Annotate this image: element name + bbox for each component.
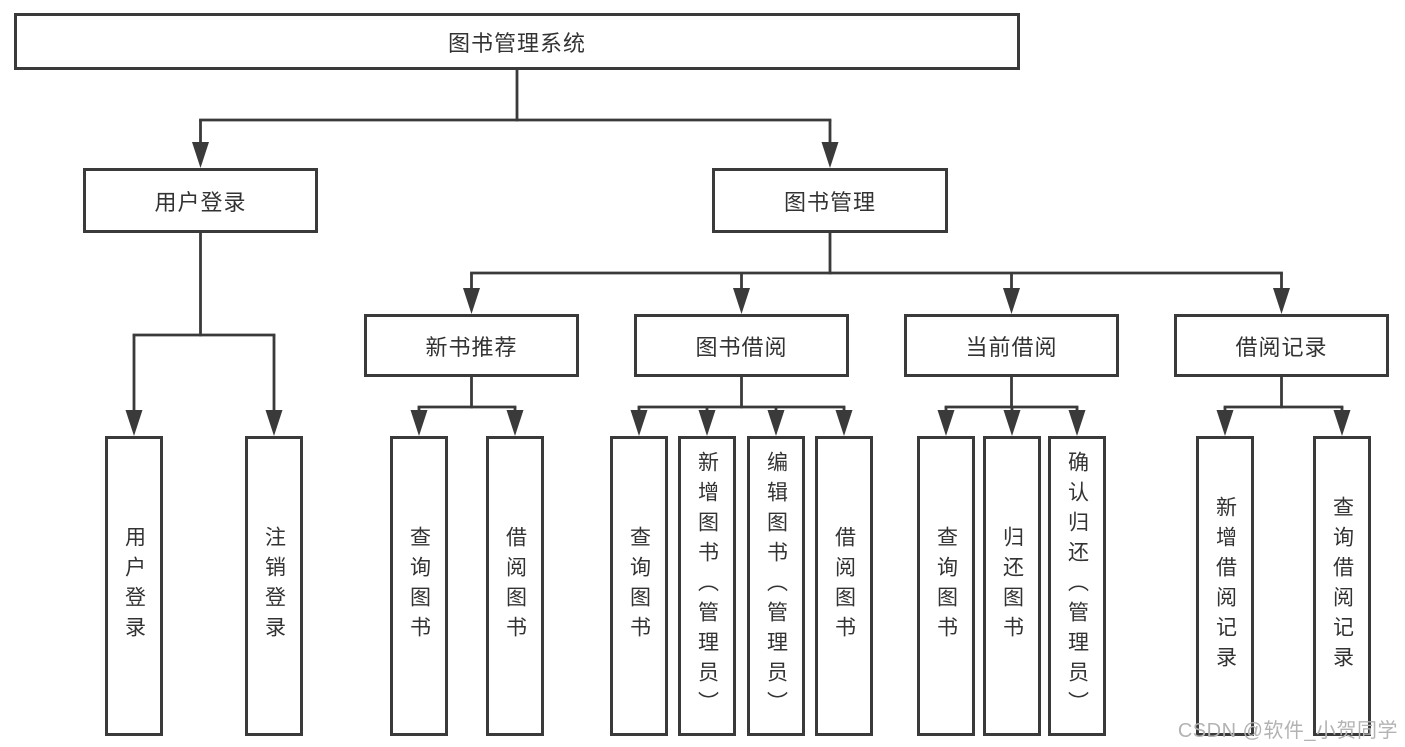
node-label: 用户登录 bbox=[154, 189, 247, 215]
node-label: 图书管理系统 bbox=[447, 30, 586, 56]
node-leaf-query-books-borrow: 查询图书 bbox=[610, 436, 668, 736]
arrowhead-icon bbox=[733, 288, 750, 314]
node-label: 归还图书 bbox=[1000, 526, 1024, 646]
node-label: 用户登录 bbox=[122, 526, 146, 646]
arrowhead-icon bbox=[1216, 410, 1234, 436]
arrowhead-icon bbox=[698, 410, 716, 436]
node-leaf-confirm-return-admin: 确认归还（管理员） bbox=[1048, 436, 1106, 736]
node-leaf-add-borrow-record: 新增借阅记录 bbox=[1196, 436, 1254, 736]
node-new-book-recommend: 新书推荐 bbox=[364, 314, 579, 377]
node-label: 图书借阅 bbox=[695, 334, 788, 360]
arrowhead-icon bbox=[1068, 410, 1086, 436]
node-label: 查询图书 bbox=[627, 526, 651, 646]
node-book-borrow: 图书借阅 bbox=[634, 314, 849, 377]
arrowhead-icon bbox=[1003, 288, 1020, 314]
node-label: 查询图书 bbox=[407, 526, 431, 646]
node-label: 借阅记录 bbox=[1235, 334, 1328, 360]
arrowhead-icon bbox=[767, 410, 785, 436]
node-book-management: 图书管理 bbox=[712, 168, 948, 233]
node-leaf-query-books-current: 查询图书 bbox=[917, 436, 975, 736]
arrowhead-icon bbox=[821, 142, 839, 168]
arrowhead-icon bbox=[192, 142, 209, 168]
node-leaf-query-borrow-record: 查询借阅记录 bbox=[1313, 436, 1371, 736]
node-label: 注销登录 bbox=[262, 526, 286, 646]
node-leaf-borrow-books-recommend: 借阅图书 bbox=[486, 436, 544, 736]
node-label: 查询图书 bbox=[934, 526, 958, 646]
node-label: 当前借阅 bbox=[965, 334, 1058, 360]
node-label: 新增借阅记录 bbox=[1213, 496, 1237, 676]
watermark: CSDN @软件_小贺同学 bbox=[1177, 720, 1398, 742]
node-label: 编辑图书（管理员） bbox=[764, 451, 788, 721]
node-label: 图书管理 bbox=[783, 189, 876, 215]
node-label: 新增图书（管理员） bbox=[695, 451, 719, 721]
arrowhead-icon bbox=[1003, 410, 1021, 436]
arrowhead-icon bbox=[125, 410, 143, 436]
node-label: 新书推荐 bbox=[425, 334, 518, 360]
node-leaf-user-login: 用户登录 bbox=[105, 436, 163, 736]
arrowhead-icon bbox=[265, 410, 283, 436]
arrowhead-icon bbox=[630, 410, 648, 436]
node-user-login: 用户登录 bbox=[83, 168, 318, 233]
node-label: 借阅图书 bbox=[503, 526, 527, 646]
node-borrow-record: 借阅记录 bbox=[1174, 314, 1389, 377]
node-leaf-return-books: 归还图书 bbox=[983, 436, 1041, 736]
node-leaf-logout-login: 注销登录 bbox=[245, 436, 303, 736]
arrowhead-icon bbox=[1273, 288, 1290, 314]
arrowhead-icon bbox=[1333, 410, 1351, 436]
node-current-borrow: 当前借阅 bbox=[904, 314, 1119, 377]
node-leaf-edit-books-admin: 编辑图书（管理员） bbox=[747, 436, 805, 736]
node-label: 确认归还（管理员） bbox=[1065, 451, 1089, 721]
arrowhead-icon bbox=[463, 288, 480, 314]
arrowhead-icon bbox=[937, 410, 955, 436]
node-label: 查询借阅记录 bbox=[1330, 496, 1354, 676]
node-leaf-query-books-recommend: 查询图书 bbox=[390, 436, 448, 736]
node-leaf-borrow-books: 借阅图书 bbox=[815, 436, 873, 736]
arrowhead-icon bbox=[410, 410, 428, 436]
arrowhead-icon bbox=[835, 410, 853, 436]
node-leaf-add-books-admin: 新增图书（管理员） bbox=[678, 436, 736, 736]
node-label: 借阅图书 bbox=[832, 526, 856, 646]
arrowhead-icon bbox=[506, 410, 524, 436]
node-library-management-system: 图书管理系统 bbox=[14, 13, 1020, 70]
